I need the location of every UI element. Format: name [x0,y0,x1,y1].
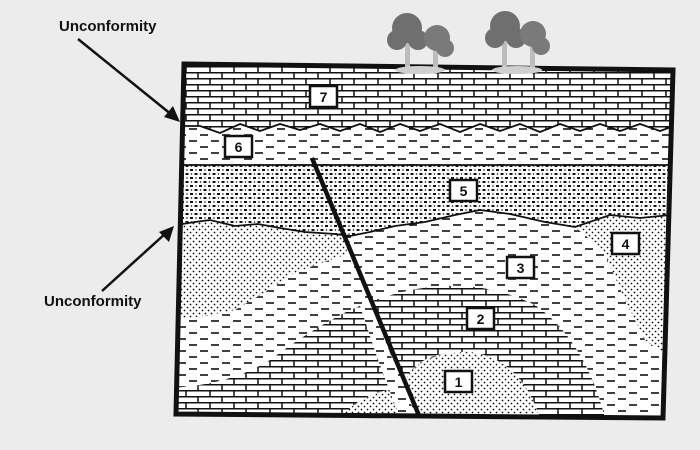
unit-6-layer [176,124,673,165]
unit-label-text: 3 [517,260,525,276]
unit-label-2: 2 [465,306,496,331]
unit-label-7: 7 [308,84,339,109]
unconformity-label-top: Unconformity [59,18,157,35]
tree-icon [387,13,454,74]
unconformity-arrow-bottom [101,226,174,292]
unit-2-left-layer [176,306,400,418]
lower-unconformity-line [176,209,673,237]
unit-label-text: 4 [622,236,630,252]
unit-label-text: 5 [460,183,468,199]
fault-line [309,157,423,418]
unit-7-layer [176,64,673,133]
unit-label-5: 5 [448,178,479,203]
unit-1-left-layer [340,390,400,418]
unit-label-1: 1 [443,369,474,394]
unit-4-layer [575,213,673,360]
unconformity-arrow-top [77,38,180,122]
unit-label-text: 2 [477,311,485,327]
unit-label-text: 1 [455,374,463,390]
unit-4-left-layer [176,220,350,318]
rock-layers [176,64,673,418]
unit-label-text: 7 [320,89,328,105]
unit-label-text: 6 [235,139,243,155]
unconformity-label-bottom: Unconformity [44,293,142,310]
unit-label-6: 6 [223,134,254,159]
unit-5-layer [176,165,673,236]
tree-icon [485,11,550,74]
unit-labels: 1 2 3 4 5 6 7 [223,84,641,394]
unit-label-3: 3 [505,255,536,280]
upper-unconformity-line [176,123,673,134]
unit-label-4: 4 [610,231,641,256]
unit-2-layer [370,285,605,418]
